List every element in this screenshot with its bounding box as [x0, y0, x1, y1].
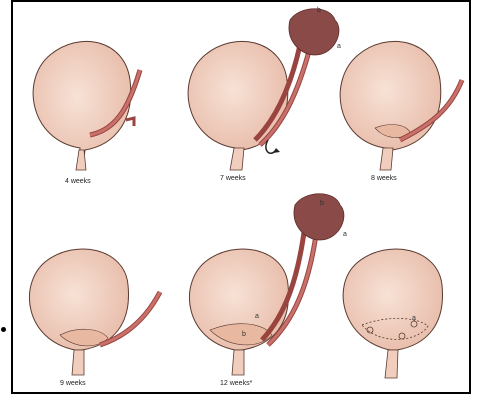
urachus-stalk	[380, 148, 393, 170]
urachus-stalk	[230, 148, 244, 170]
panel-12-weeks: b a a b	[189, 194, 347, 375]
label-a-lower: a	[255, 313, 259, 320]
label-a: a	[337, 43, 341, 50]
caption-9-weeks: 9 weeks	[60, 380, 86, 387]
panel-9-weeks	[29, 249, 160, 375]
urachus-stalk	[385, 350, 398, 378]
urachus-stalk	[72, 350, 84, 375]
urachus-stalk	[76, 150, 86, 170]
caption-4-weeks: 4 weeks	[65, 178, 91, 185]
panel-7-weeks: b a	[188, 7, 341, 170]
caption-7-weeks: 7 weeks	[220, 175, 246, 182]
kidney	[289, 9, 339, 55]
bladder	[33, 41, 131, 165]
bladder	[343, 249, 442, 350]
label-b-lower: b	[242, 331, 246, 338]
label-b: b	[317, 7, 321, 14]
ureteric-bud	[126, 118, 134, 126]
arrow-head	[273, 148, 280, 153]
panel-interior-view: a	[343, 249, 442, 378]
panel-8-weeks	[340, 41, 462, 170]
caption-8-weeks: 8 weeks	[371, 175, 397, 182]
caption-12-weeks: 12 weeks*	[220, 380, 252, 387]
label-a: a	[412, 315, 416, 322]
panel-4-weeks	[33, 41, 140, 170]
urachus-stalk	[232, 350, 244, 375]
label-a: a	[343, 231, 347, 238]
label-b: b	[320, 200, 324, 207]
